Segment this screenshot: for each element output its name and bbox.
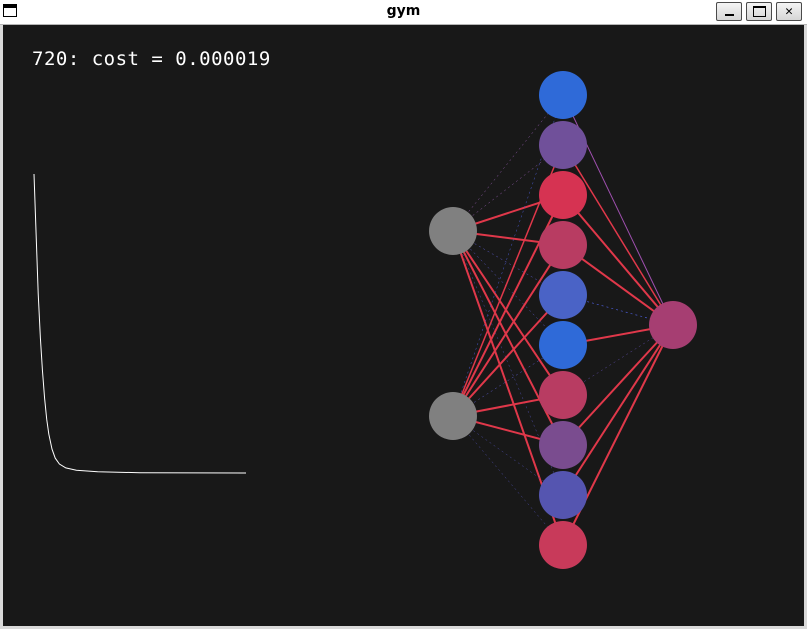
maximize-button[interactable] [746,2,772,21]
hidden-layer-neuron [539,221,587,269]
minimize-button[interactable] [716,2,742,21]
hidden-layer-neuron [539,421,587,469]
hidden-layer-neuron [539,371,587,419]
window-title: gym [386,3,421,19]
connection-line [452,94,564,417]
connection-line [562,194,674,326]
connection-line [562,324,674,496]
connection-line [452,244,564,417]
close-button[interactable]: ✕ [776,2,802,21]
hidden-layer-neuron [539,71,587,119]
connection-line [452,230,564,346]
title-bar[interactable]: gym ✕ [0,0,807,25]
connection-line [562,324,674,446]
close-icon: ✕ [785,4,793,19]
input-layer-neuron [429,392,477,440]
hidden-layer-neuron [539,271,587,319]
hidden-layer-neuron [539,521,587,569]
visualization [33,71,697,569]
input-layer-neuron [429,207,477,255]
connection-line [452,294,564,417]
hidden-layer-neuron [539,171,587,219]
hidden-layer-neuron [539,471,587,519]
hidden-layer-neuron [539,121,587,169]
cost-curve [33,173,247,474]
hidden-layer-neuron [539,321,587,369]
cost-status-text: 720: cost = 0.000019 [32,48,271,70]
connection-line [452,230,564,396]
minimize-icon [725,14,734,16]
render-canvas: 720: cost = 0.000019 [3,25,804,626]
window-icon[interactable] [3,4,17,17]
connection-line [562,144,674,326]
connection-line [452,94,564,232]
output-layer-neuron [649,301,697,349]
maximize-icon [753,6,766,17]
connection-line [452,415,564,546]
